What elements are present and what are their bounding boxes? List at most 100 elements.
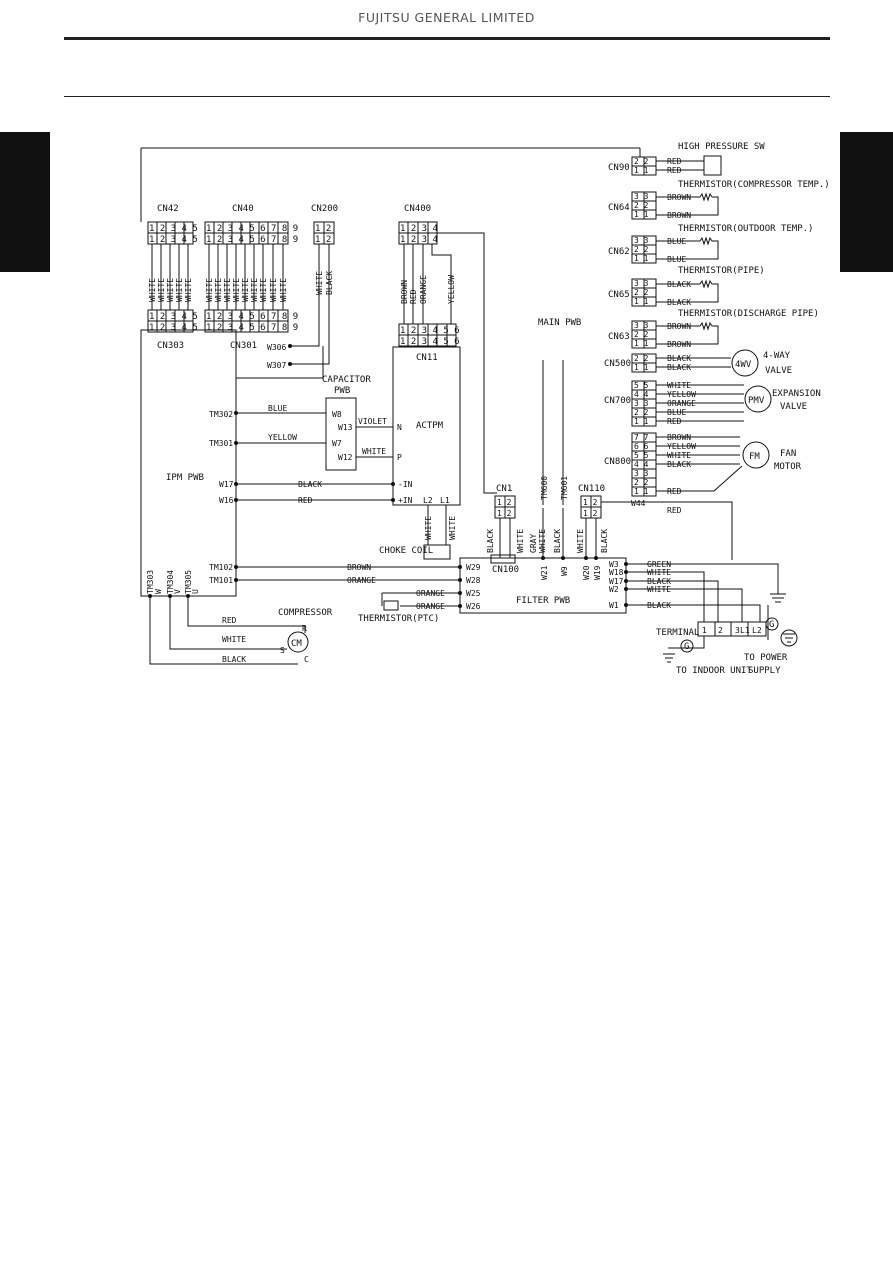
svg-text:2 2: 2 2 [634,330,649,339]
wire-label: BROWN [667,433,691,442]
cn500-label: CN500 [604,359,631,369]
cn100-label: CN100 [492,565,519,575]
wire-label: WHITE [269,278,278,302]
wire-label: WHITE [175,278,184,302]
section-rule [64,96,830,97]
wire-label: BLACK [647,601,671,610]
term-1-label: 1 [702,626,707,635]
wire-label: YELLOW [667,390,696,399]
cn42-label: CN42 [157,204,179,214]
compressor-label: COMPRESSOR [278,608,333,618]
tm303-label: TM303 [146,570,155,594]
plus-in-label: +IN [398,496,413,505]
thermistor-pipe-label: THERMISTOR(PIPE) [678,266,765,276]
svg-text:1 2: 1 2 [315,224,331,234]
wire-label: ORANGE [419,275,428,304]
tm600-label: TM600 [540,476,549,500]
svg-text:1 2 3 4: 1 2 3 4 [400,235,438,245]
svg-text:5 5: 5 5 [634,381,649,390]
wire-label: WHITE [576,529,585,553]
svg-text:2 2: 2 2 [634,201,649,210]
wire-label: BLACK [298,480,322,489]
thermistor-ptc-label: THERMISTOR(PTC) [358,614,439,624]
ground-g-2: G [769,620,774,630]
main-frame [140,147,640,597]
tw-label: W [154,589,163,594]
cn301-label: CN301 [230,341,257,351]
wire-label: ORANGE [347,576,376,585]
cn800-label: CN800 [604,457,631,467]
w17-label: W17 [219,480,234,489]
term-3-label: 3 [735,626,740,635]
svg-text:3 3: 3 3 [634,399,649,408]
wire-label: WHITE [184,278,193,302]
terminal-label: TERMINAL [656,628,699,638]
tm102-label: TM102 [209,563,233,572]
to-power-label-2: SUPPLY [748,666,781,676]
main-pwb-label: MAIN PWB [538,318,581,328]
svg-text:1 2 3 4 5: 1 2 3 4 5 [149,323,198,333]
w306-label: W306 [267,343,286,352]
expansion-label: EXPANSION [772,389,821,399]
wire-label: WHITE [315,271,324,295]
w18-label: W18 [609,568,624,577]
w3-label: W3 [609,560,619,569]
wire-label: WHITE [214,278,223,302]
thermistor-discharge-label: THERMISTOR(DISCHARGE PIPE) [678,309,819,319]
svg-text:3 3: 3 3 [634,321,649,330]
w13-label: W13 [338,423,353,432]
wire-label: WHITE [279,278,288,302]
wire-label: BLACK [486,529,495,553]
svg-text:1 2: 1 2 [583,509,598,518]
wire-label: BLACK [667,354,691,363]
wire-label: BROWN [347,563,371,572]
svg-text:1 1: 1 1 [634,487,649,496]
w307-label: W307 [267,361,286,370]
w8-label: W8 [332,410,342,419]
svg-text:2 2: 2 2 [634,408,649,417]
svg-text:1 1: 1 1 [634,297,649,306]
w16-label: W16 [219,496,234,505]
tm101-label: TM101 [209,576,233,585]
svg-text:1 1: 1 1 [634,166,649,175]
four-way-label: 4-WAY [763,351,791,361]
wire-label: BLACK [667,460,691,469]
wire-label: BLACK [325,271,334,295]
capacitor-pwb-label: PWB [334,386,350,396]
w9-label: W9 [560,566,569,576]
wire-label: BLACK [222,655,246,664]
cn11-label: CN11 [416,353,438,363]
wire-label: WHITE [667,381,691,390]
svg-text:1 2 3 4 5 6 7 8 9: 1 2 3 4 5 6 7 8 9 [206,323,298,333]
four-way-label-2: VALVE [765,366,792,376]
p-label: P [397,453,402,462]
cn62-label: CN62 [608,247,630,257]
wire-label: GREEN [647,560,671,569]
wire-label: BLUE [667,237,686,246]
w28-label: W28 [466,576,481,585]
wire-label: WHITE [538,529,547,553]
l1-label: L1 [440,496,450,505]
pmv-symbol: PMV [748,396,765,406]
svg-text:1 2: 1 2 [583,498,598,507]
w19-label: W19 [593,565,602,580]
wire-label: WHITE [157,278,166,302]
actpm-board-outline [392,346,461,506]
wire-label: RED [298,496,313,505]
term-2-label: 2 [718,626,723,635]
svg-text:4 4: 4 4 [634,390,649,399]
wire-label: ORANGE [416,602,445,611]
wire-label: BLACK [553,529,562,553]
cn110-label: CN110 [578,484,605,494]
tm601-label: TM601 [560,476,569,500]
c-label: C [304,655,309,664]
wire-label: YELLOW [667,442,696,451]
wire-label: BROWN [667,340,691,349]
svg-text:1 2 3 4 5: 1 2 3 4 5 [149,235,198,245]
svg-text:7 7: 7 7 [634,433,649,442]
svg-text:1 2 3 4 5: 1 2 3 4 5 [149,312,198,322]
n-label: N [397,423,402,432]
cn303-label: CN303 [157,341,184,351]
wire-label: BLACK [667,363,691,372]
wire-label: YELLOW [268,433,297,442]
